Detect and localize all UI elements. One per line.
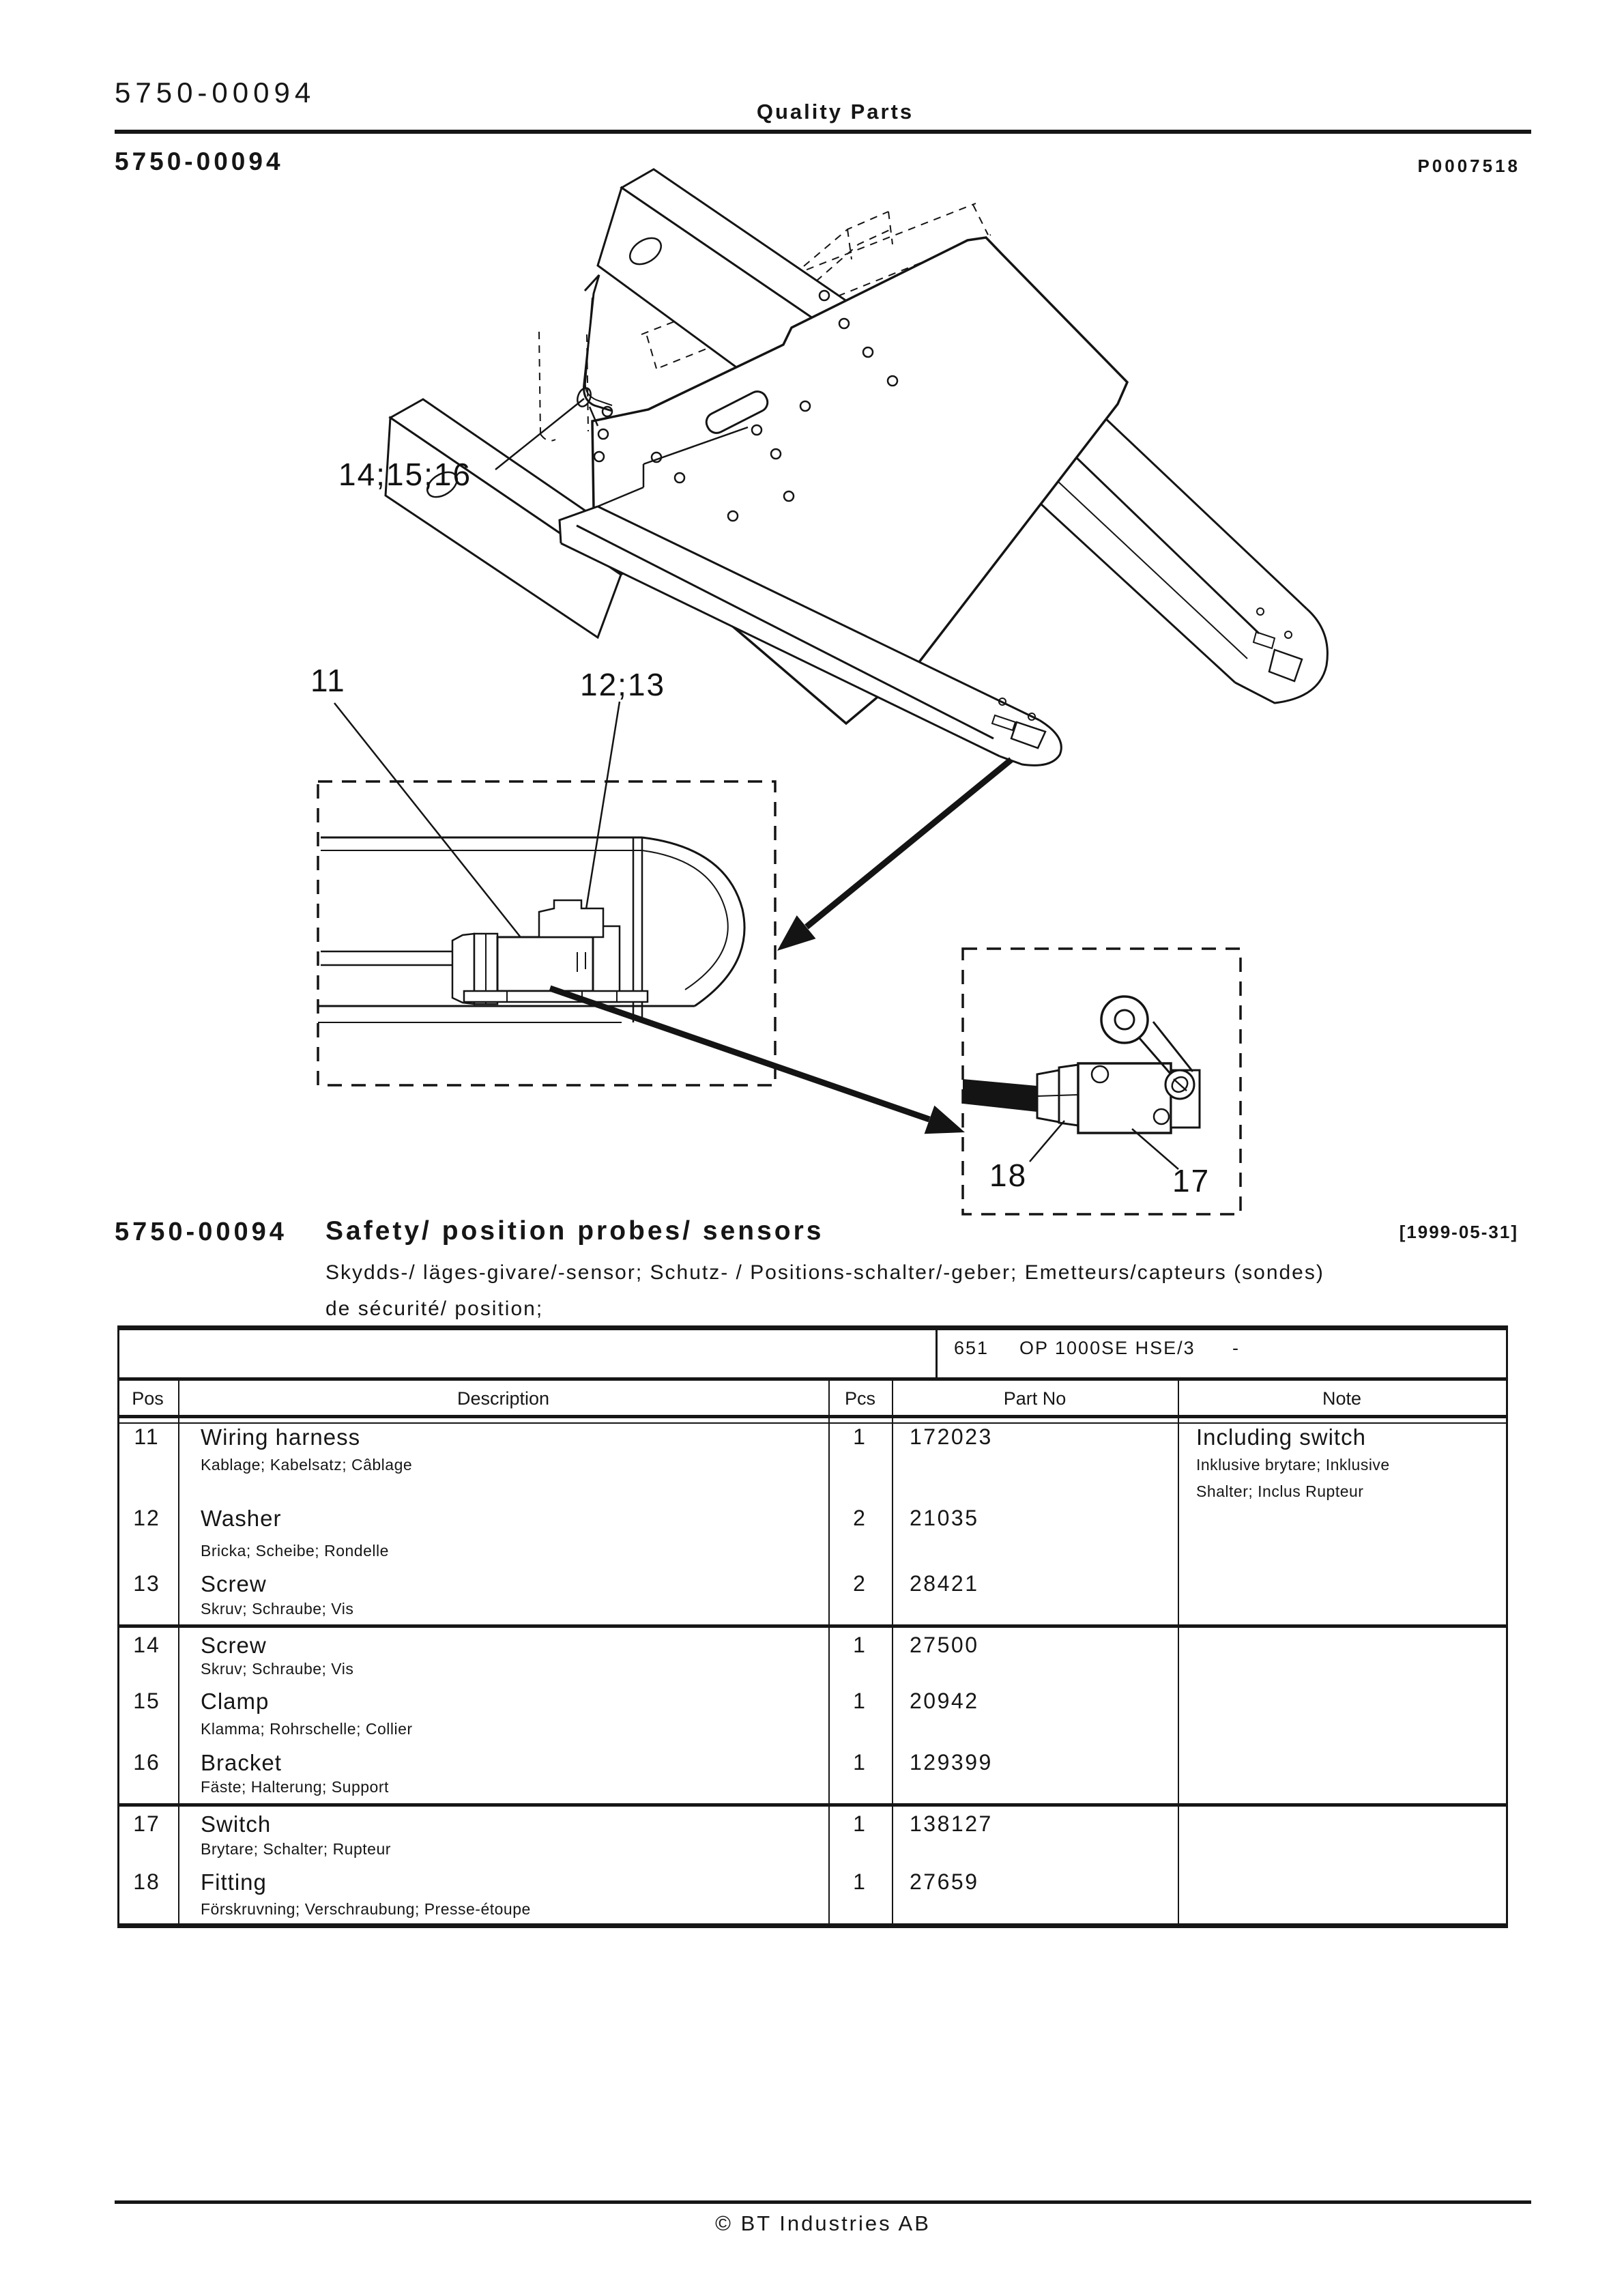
section-subtitle-1: Skydds-/ läges-givare/-sensor; Schutz- /… [325,1261,1324,1284]
col-header-pos: Pos [132,1388,164,1409]
callout-14-15-16: 14;15;16 [338,457,472,492]
section-title: Safety/ position probes/ sensors [325,1216,824,1246]
sensor-switch-top [538,899,605,938]
leader-17 [1131,1128,1179,1170]
arrow-to-box1 [804,757,1013,930]
section-number: 5750-00094 [115,1218,287,1246]
table-top-border [117,1325,1508,1330]
callout-11: 11 [310,663,346,698]
header-rule [115,130,1531,134]
header-underline [117,1415,1508,1418]
model-cell-divider [936,1325,938,1377]
leader-11 [334,702,521,937]
magnify-arrows [549,757,1013,1134]
leader-14-15-16 [495,398,585,470]
doc-number-bold: 5750-00094 [115,147,284,175]
section-subtitle-2: de sécurité/ position; [325,1297,544,1320]
brand-title: Quality Parts [756,100,914,124]
group-divider-2 [117,1803,1508,1807]
leader-12-13 [584,701,621,914]
plate-holes [593,289,899,522]
fork-right [1039,418,1329,704]
exploded-view-drawing [317,168,1329,1216]
callout-17: 17 [1172,1163,1210,1199]
detail-box-switch [961,947,1242,1216]
arrow-to-box2 [549,985,931,1123]
table-right-border [1506,1325,1508,1928]
model-row-divider [117,1377,1508,1381]
sensor-body [496,936,594,992]
sensor-bracket [592,925,621,1003]
callout-12-13: 12;13 [580,667,666,702]
col-header-pcs: Pcs [844,1388,875,1409]
clamp-bracket-screw [577,274,613,427]
tube-hole-upper [629,237,662,266]
plate-slot [705,390,769,434]
tube-hole-lower [426,471,458,498]
fork-left [558,505,1066,766]
switch-roller [1100,995,1149,1044]
leader-18 [1029,1120,1065,1162]
figure-code: P0007518 [1417,156,1520,176]
table-left-border [117,1325,119,1928]
col-header-note: Note [1322,1388,1362,1409]
model-name: OP 1000SE HSE/3 [1019,1338,1195,1358]
switch-lever-arm [1133,1021,1194,1075]
detail-box-fork-tip [317,780,777,1087]
col-header-description: Description [456,1388,550,1409]
clamp-screw [577,387,592,407]
leader-lines [334,398,621,937]
section-date: [1999-05-31] [1399,1222,1518,1242]
model-code: 651 [954,1338,989,1358]
table-bottom-border [117,1923,1508,1928]
doc-number-header: 5750-00094 [115,76,316,109]
footer-rule [115,2200,1531,2204]
model-dash: - [1232,1338,1240,1358]
callout-18: 18 [989,1158,1028,1193]
group-divider-1 [117,1624,1508,1628]
footer-copyright: © BT Industries AB [715,2211,931,2235]
switch-cable [963,1079,1037,1112]
col-header-part-no: Part No [1003,1388,1067,1409]
